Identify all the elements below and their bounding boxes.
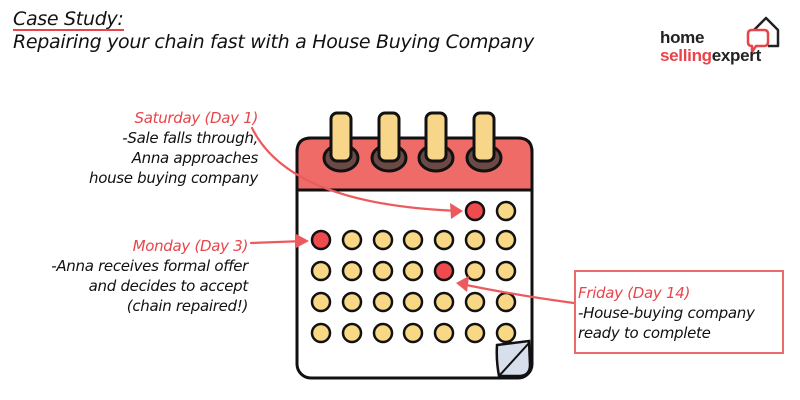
title-line-1: Case Study: [13,8,124,31]
note-heading: Saturday (Day 1) [134,109,259,127]
note-monday: Monday (Day 3) -Anna receives formal off… [10,236,248,316]
day-dot [341,291,363,313]
arrow-saturday [250,126,462,213]
calendar-rings [322,111,503,173]
title-line-2: Repairing your chain fast with a House B… [13,31,534,53]
day-dot [495,322,517,344]
day-dot [402,322,424,344]
highlighted-day-dot [310,229,332,251]
day-dot [433,291,455,313]
day-dot [495,291,517,313]
logo-word-sellingexpert: sellingexpert [660,46,761,65]
day-dot [372,291,394,313]
day-dot [341,229,363,251]
day-dot [402,291,424,313]
day-dot [372,260,394,282]
day-dot [495,229,517,251]
day-dot [495,260,517,282]
highlighted-day-dot [464,200,486,222]
arrow-friday [459,282,576,305]
friday-callout-box [574,270,784,354]
calendar-day-dots [310,200,517,344]
day-dot [464,229,486,251]
day-dot [402,260,424,282]
note-friday: Friday (Day 14) -House-buying company re… [578,283,778,343]
day-dot [464,291,486,313]
day-dot [464,322,486,344]
day-dot [495,200,517,222]
note-heading: Friday (Day 14) [578,284,690,302]
highlighted-day-dot [433,260,455,282]
day-dot [341,260,363,282]
page-title: Case Study: Repairing your chain fast wi… [13,8,534,54]
day-dot [341,322,363,344]
note-saturday: Saturday (Day 1) -Sale falls through, An… [70,108,258,188]
day-dot [433,229,455,251]
day-dot [464,260,486,282]
day-dot [433,322,455,344]
day-dot [310,291,332,313]
day-dot [372,229,394,251]
note-heading: Monday (Day 3) [132,237,249,255]
logo-word-home: home [660,28,705,47]
day-dot [310,260,332,282]
day-dot [310,322,332,344]
house-speech-bubble-icon [746,16,780,54]
day-dot [402,229,424,251]
day-dot [372,322,394,344]
